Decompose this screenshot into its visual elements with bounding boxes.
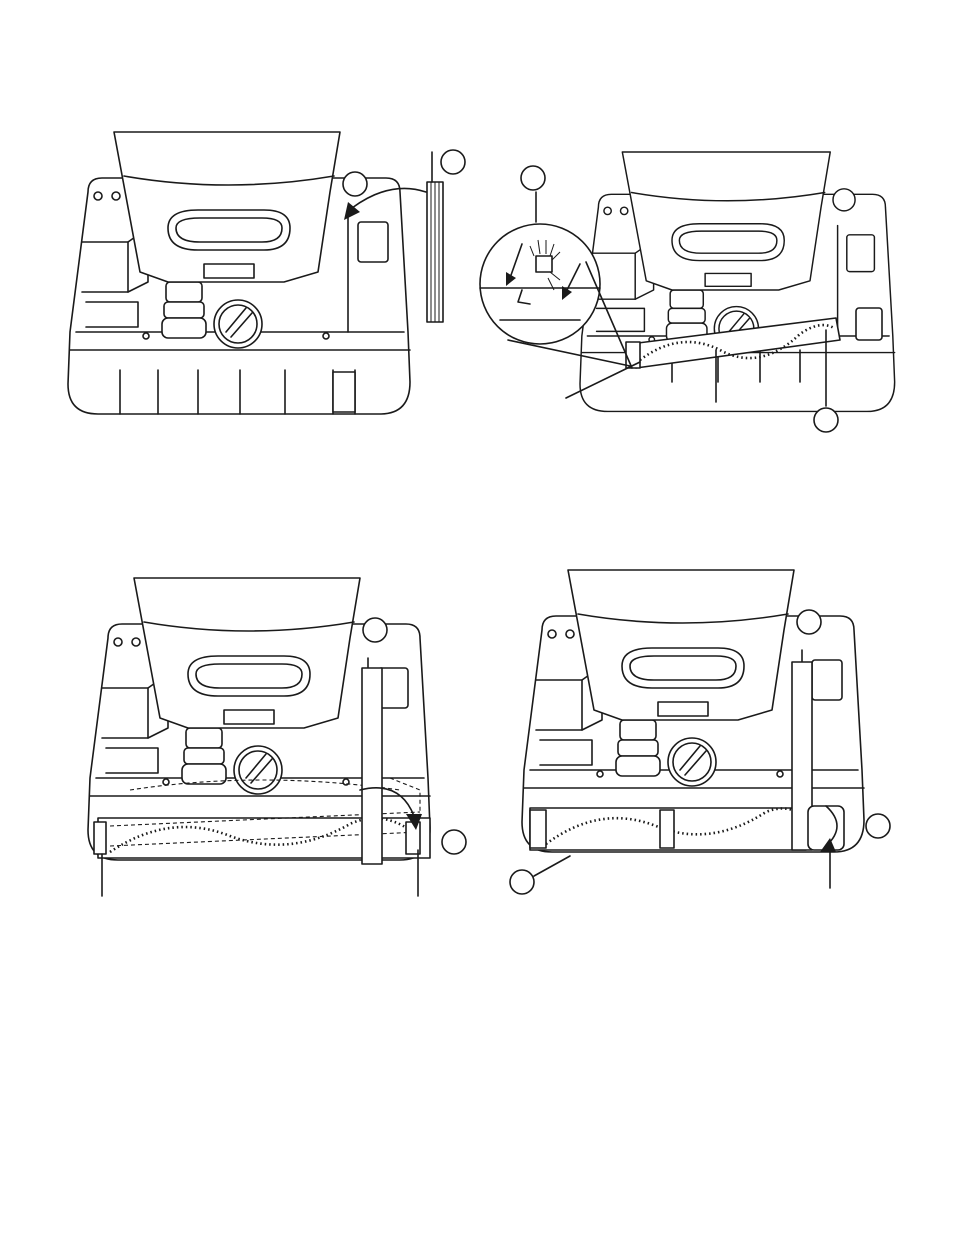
callout-circle (814, 408, 838, 432)
callout-circle (441, 150, 465, 174)
panel-1 (68, 132, 465, 414)
panel-4 (510, 570, 890, 894)
leader-line (534, 856, 570, 876)
callout-circle (510, 870, 534, 894)
vacuum-base-2 (580, 152, 895, 411)
callout-circle (866, 814, 890, 838)
belt-strip (427, 152, 443, 322)
callout-circle (521, 166, 545, 190)
panel-3 (88, 578, 466, 896)
panel-2 (480, 152, 895, 432)
callout-circle (442, 830, 466, 854)
